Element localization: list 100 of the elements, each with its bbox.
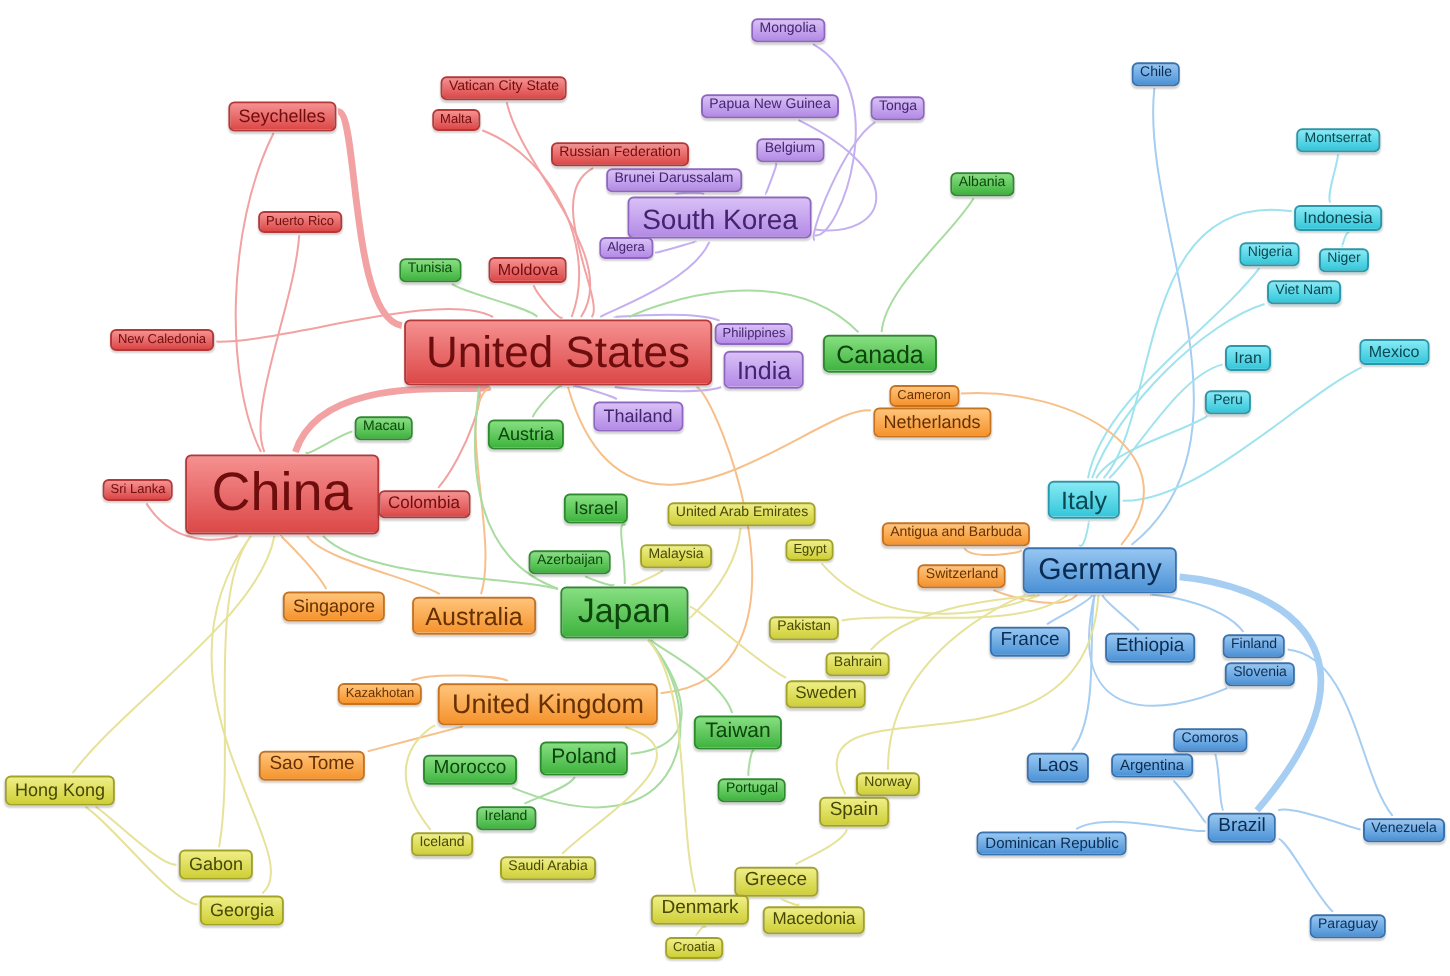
connection-line [71,535,276,775]
connection-line [880,197,975,334]
connection-line [1088,594,1229,707]
connection-line [572,167,595,318]
connection-line [1102,209,1293,480]
connection-line [620,523,627,585]
connection-line [1341,231,1350,247]
connection-line [1328,153,1339,204]
connection-line [1172,779,1207,824]
connection-line [840,594,1069,622]
connection-line [410,674,509,682]
connection-line [869,594,1036,651]
connection-line [84,805,199,906]
connection-line [599,240,711,318]
country-node: Canada [822,334,938,374]
country-node: France [989,626,1071,658]
connection-line [992,589,1078,604]
connection-line [322,535,559,591]
connection-line [794,828,848,866]
connection-line [523,776,576,805]
country-node: South Korea [627,196,813,240]
country-node: Gabon [178,849,254,879]
country-node: Germany [1022,547,1178,593]
country-node: Seychelles [228,101,336,131]
connection-line [887,594,1027,771]
connection-line [647,639,697,894]
country-node: Brazil [1207,812,1277,844]
connection-line [649,639,734,714]
connection-line [1091,303,1266,480]
connection-line [481,129,580,318]
connection-line [689,605,788,679]
connection-line [812,121,877,242]
connection-line [366,725,464,753]
country-node: Spain [819,796,889,828]
country-node: China [185,454,379,534]
connection-line [820,562,1041,615]
country-node: Ethiopia [1105,632,1195,664]
connection-line [1095,415,1209,480]
connection-line [628,289,860,334]
country-node: Mexico [1359,338,1429,366]
connection-line [279,535,328,591]
connection-line [674,191,705,196]
connection-line [1101,594,1140,632]
connection-line [567,386,872,486]
connection-line [561,726,658,855]
connection-line [451,283,539,318]
connection-line [1071,594,1096,752]
country-node: Colombia [378,490,470,518]
connection-line [695,925,707,936]
connection-line [474,386,492,596]
country-node: Sweden [785,680,867,708]
connection-line [305,430,354,455]
connection-line [835,594,1100,796]
connection-line [1046,594,1093,626]
connection-line [613,313,721,322]
country-node: Hong Kong [4,775,116,805]
connection-line [960,392,1145,546]
connection-line [505,101,592,318]
connection-line [613,386,723,393]
country-node: Laos [1026,752,1090,784]
connection-line [1075,820,1207,832]
connection-line [306,535,441,596]
connection-line [747,749,755,777]
connection-line [1121,366,1363,502]
country-node: Japan [560,586,688,638]
connection-line [1286,648,1394,817]
connection-line [1179,573,1324,813]
connection-line [234,132,275,453]
country-node: Australia [412,596,536,636]
connection-line [292,383,491,454]
connection-line [404,724,437,831]
connection-line [659,386,754,695]
connection-line [1130,87,1195,546]
connection-line [629,639,683,755]
connection-line [654,240,697,254]
country-node: Austria [487,419,565,449]
connection-line [1108,363,1224,480]
connection-line [1277,808,1362,831]
connection-line [1214,753,1225,812]
country-node: Indonesia [1294,204,1382,232]
country-node: Greece [734,866,818,898]
country-node: Italy [1047,480,1121,520]
connection-line [531,385,563,419]
country-node: Israel [563,493,629,523]
connection-line [631,569,664,586]
connection-line [145,502,239,541]
connection-line [215,308,494,343]
country-node: Taiwan [693,715,783,749]
connection-line [1078,520,1090,547]
country-node: Georgia [199,895,285,925]
country-node: Denmark [650,894,750,926]
country-node: Macedonia [762,906,866,934]
connection-line [764,162,778,196]
country-node: United States [404,319,712,385]
connection-line [335,108,404,329]
connection-line [94,805,178,866]
country-node: Singapore [282,591,386,621]
connection-line [689,527,742,620]
country-node: Netherlands [873,407,991,437]
country-node: Moldova [488,256,568,284]
